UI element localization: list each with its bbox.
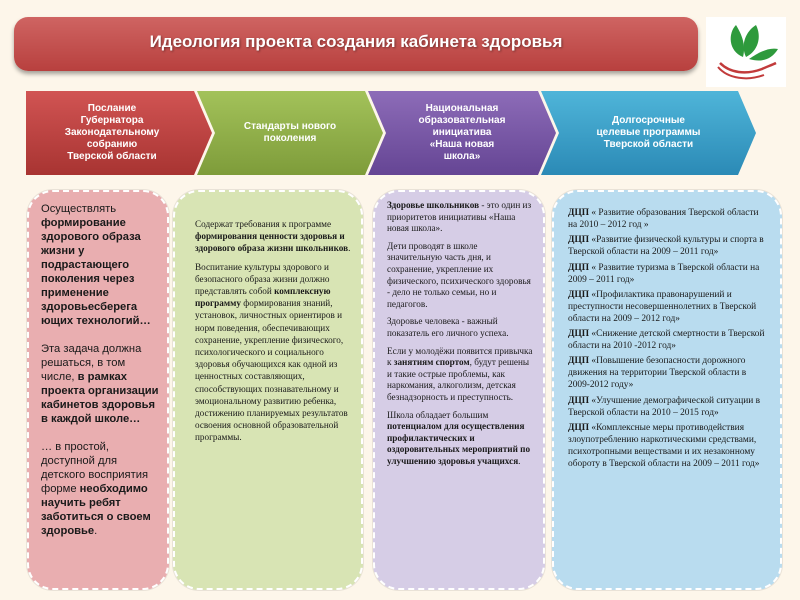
paragraph: Осуществлять формирование здорового обра…: [41, 203, 151, 327]
arrow-target-programs: Долгосрочные целевые программы Тверской …: [541, 91, 756, 175]
paragraph: Здоровье человека - важный показатель ег…: [387, 316, 509, 338]
program-item: ДЦП «Комплексные меры противодействия зл…: [568, 423, 760, 469]
paragraph: Школа обладает большим потенциалом для о…: [387, 409, 531, 466]
paragraph: Эта задача должна решаться, в том числе,…: [41, 343, 159, 425]
paragraph: Здоровье школьников - это один из приори…: [387, 200, 532, 234]
program-item: ДЦП «Развитие физической культуры и спор…: [568, 235, 764, 258]
health-logo: [706, 17, 786, 87]
arrow-governor-message: Послание Губернатора Законодательному со…: [26, 91, 212, 175]
paragraph: Дети проводят в школе значительную часть…: [387, 240, 531, 309]
program-item: ДЦП « Развитие образования Тверской обла…: [568, 208, 759, 230]
box-new-standards: Содержат требования к программе формиров…: [173, 190, 363, 590]
program-item: ДЦП «Снижение детской смертности в Тверс…: [568, 329, 765, 352]
page-title: Идеология проекта создания кабинета здор…: [149, 32, 563, 51]
paragraph: Если у молодёжи появится привычка к заня…: [387, 345, 533, 402]
paragraph: Воспитание культуры здорового и безопасн…: [195, 261, 348, 443]
paragraph: … в простой, доступной для детского восп…: [41, 441, 151, 537]
program-item: ДЦП «Улучшение демографической ситуации …: [568, 395, 761, 418]
program-item: ДЦП «Профилактика правонарушений и прест…: [568, 289, 757, 324]
box-target-programs: ДЦП « Развитие образования Тверской обла…: [552, 190, 782, 590]
program-item: ДЦП « Развитие туризма в Тверской област…: [568, 262, 760, 285]
box-governor-message: Осуществлять формирование здорового обра…: [27, 190, 169, 590]
arrow-new-standards: Стандарты нового поколения: [197, 91, 383, 175]
paragraph: Содержат требования к программе формиров…: [195, 219, 351, 254]
program-item: ДЦП «Повышение безопасности дорожного дв…: [568, 356, 747, 391]
title-bar: Идеология проекта создания кабинета здор…: [14, 17, 698, 71]
arrow-national-initiative: Национальная образовательная инициатива …: [368, 91, 556, 175]
box-national-initiative: Здоровье школьников - это один из приори…: [373, 190, 545, 590]
